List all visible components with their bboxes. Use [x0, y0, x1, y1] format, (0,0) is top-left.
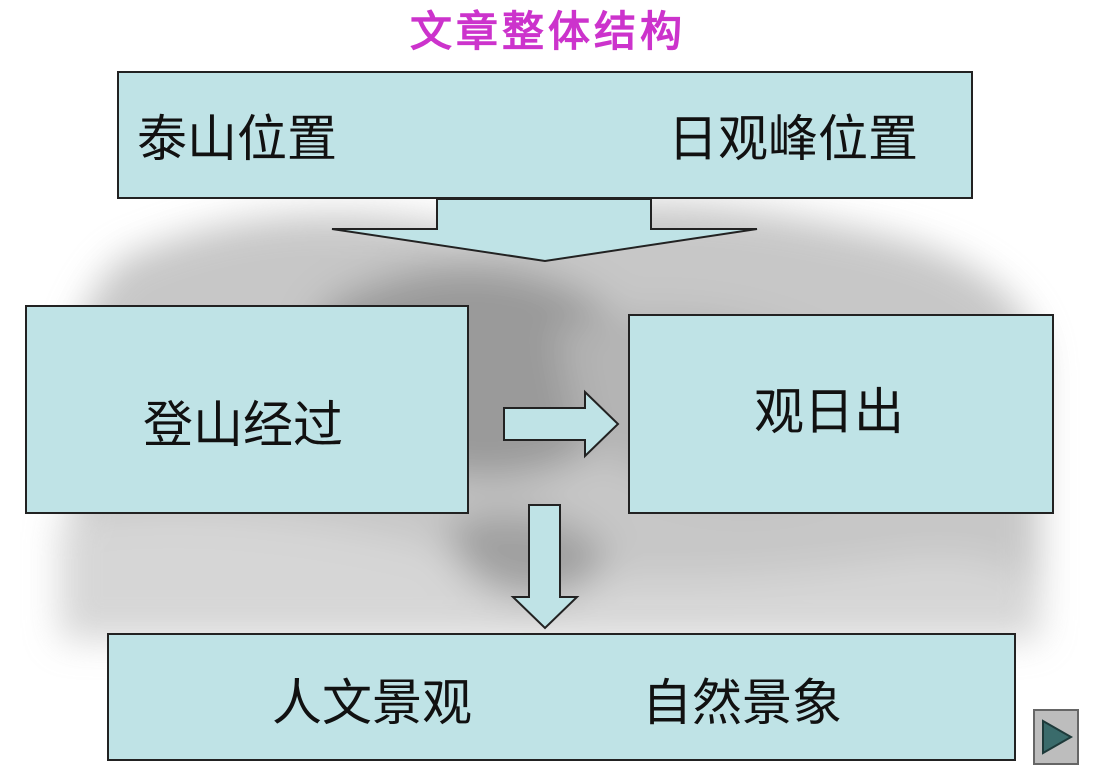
- middle-left-box: 登山经过: [25, 305, 469, 514]
- play-triangle-icon: [1042, 719, 1074, 755]
- middle-right-box: 观日出: [628, 314, 1054, 514]
- top-box-right-label: 日观峰位置: [668, 110, 918, 168]
- middle-right-box-label: 观日出: [754, 383, 904, 441]
- bottom-box: 人文景观 自然景象: [107, 633, 1016, 761]
- bottom-box-left-label: 人文景观: [272, 674, 472, 732]
- top-box: 泰山位置 日观峰位置: [117, 71, 973, 199]
- top-box-left-label: 泰山位置: [137, 110, 337, 168]
- middle-left-box-label: 登山经过: [143, 396, 343, 454]
- next-slide-button[interactable]: [1033, 709, 1079, 765]
- bottom-box-right-label: 自然景象: [642, 674, 842, 732]
- slide-title: 文章整体结构: [409, 7, 686, 56]
